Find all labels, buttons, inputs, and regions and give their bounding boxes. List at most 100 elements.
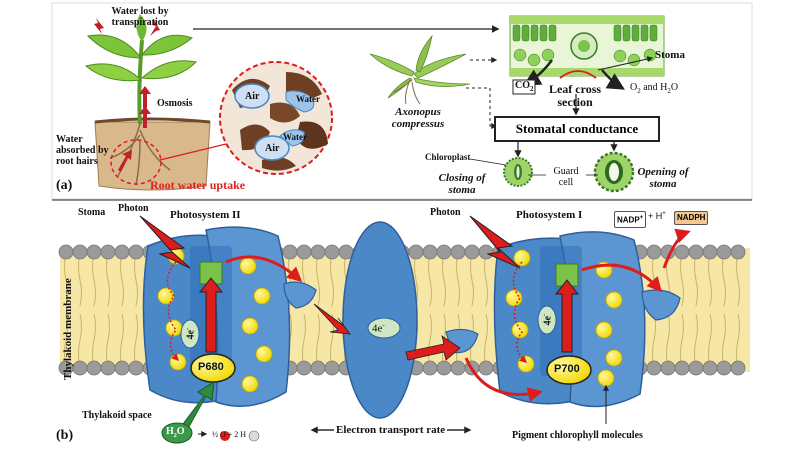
guard-cell-icon [593, 151, 635, 193]
products-label: ½ O + 2 H [212, 430, 247, 439]
stomatal-conductance-box: Stomatal conductance [494, 116, 660, 142]
nadph-chip: NADPH [674, 211, 709, 225]
lipid-head [730, 244, 746, 260]
lipid-tail [442, 251, 446, 307]
lipid-tail [666, 313, 670, 369]
lipid-tail [708, 251, 712, 307]
lipid-tail [680, 251, 684, 307]
pigment-molecule [605, 291, 623, 309]
lipid-head [282, 244, 298, 260]
lipid-tail [78, 251, 82, 307]
lipid-head [702, 244, 718, 260]
plant-icon [84, 14, 211, 191]
lipid-tail [456, 251, 460, 307]
h2o-bubble [161, 422, 193, 444]
o2-h2o-label: O2 and H2O [630, 82, 679, 95]
lipid-head [72, 360, 88, 376]
lipid-tail [484, 313, 488, 369]
lipid-head [100, 360, 116, 376]
membrane-label: Thylakoid membrane [62, 278, 74, 380]
water-label: Water [296, 94, 320, 104]
lipid-head [716, 244, 732, 260]
pigment-molecule [241, 375, 259, 393]
electron-badge [180, 319, 200, 349]
proton-dot [248, 430, 260, 442]
lipid-head [646, 360, 662, 376]
lipid-tail [92, 251, 96, 307]
lipid-tail [428, 251, 432, 307]
electron-badge [537, 305, 557, 335]
p680-center [190, 353, 236, 383]
panel-b-tag: (b) [56, 428, 74, 443]
soil-zoom-icon [219, 61, 333, 175]
lipid-tail [694, 313, 698, 369]
lipid-head [324, 244, 340, 260]
lipid-head [674, 360, 690, 376]
pigment-molecule [239, 257, 257, 275]
pigment-molecule [505, 289, 523, 307]
p680-label: P680 [198, 361, 224, 373]
photon-label: Photon [430, 207, 461, 218]
co2-label: CO2 [515, 80, 534, 93]
closing-label: Closing of stoma [438, 172, 486, 196]
leaf-section-icon [509, 15, 665, 79]
air-label: Air [245, 91, 260, 102]
electron-label: 4e- [542, 313, 554, 326]
lipid-tail [428, 313, 432, 369]
lipid-tail [92, 313, 96, 369]
lipid-head [296, 244, 312, 260]
lipid-head [478, 360, 494, 376]
lipid-tail [106, 313, 110, 369]
co2-box [512, 79, 536, 95]
stoma-pointer [597, 56, 654, 71]
pigment-label: Pigment chlorophyll molecules [512, 430, 643, 441]
electron-flow-arrow [464, 357, 543, 402]
species-label: Axonopus compressus [391, 106, 445, 130]
lipid-head [310, 360, 326, 376]
guard-cell-icon [503, 157, 533, 187]
lipid-tail [470, 251, 474, 307]
photon-bolt-icon [469, 215, 521, 269]
lipid-head [478, 244, 494, 260]
lipid-tail [414, 251, 418, 307]
pigment-molecule [595, 321, 613, 339]
electron-up-arrow [198, 277, 224, 353]
chloroplast-label: Chloroplast [425, 152, 471, 162]
electron-up-arrow [554, 279, 580, 353]
pigment-molecule [241, 317, 259, 335]
lipid-tail [484, 251, 488, 307]
lipid-head [408, 244, 424, 260]
lipid-head [464, 244, 480, 260]
lipid-tail [302, 313, 306, 369]
excitation-path [512, 261, 528, 363]
root-zoom-ring [110, 139, 162, 185]
water-lost-label: Water lost by transpiration [111, 6, 169, 28]
psii-label: Photosystem II [170, 209, 241, 221]
water-absorbed-label: Water absorbed by root hairs [56, 134, 109, 167]
lipid-head [702, 360, 718, 376]
lipid-head [674, 244, 690, 260]
lipid-tail [316, 313, 320, 369]
electron-badge [367, 317, 401, 339]
lipid-head [716, 360, 732, 376]
lipid-head [114, 360, 130, 376]
pigment-molecule [517, 355, 535, 373]
pigment-molecule [605, 349, 623, 367]
lipid-head [100, 244, 116, 260]
lipid-head [730, 360, 746, 376]
o2-out-arrow [601, 69, 626, 90]
lipid-tail [722, 313, 726, 369]
lipid-tail [694, 251, 698, 307]
root-water-uptake-label: Root water uptake [150, 178, 246, 192]
lipid-head [72, 244, 88, 260]
electron-label: 4e- [372, 321, 385, 335]
chloroplast-pointer [469, 158, 507, 166]
pigment-molecule [169, 353, 187, 371]
photon-bolt-icon [139, 215, 191, 269]
lipid-tail [120, 251, 124, 307]
pigment-molecule [597, 369, 615, 387]
electron-flow-arrow [662, 228, 691, 269]
p700-center [546, 355, 592, 385]
